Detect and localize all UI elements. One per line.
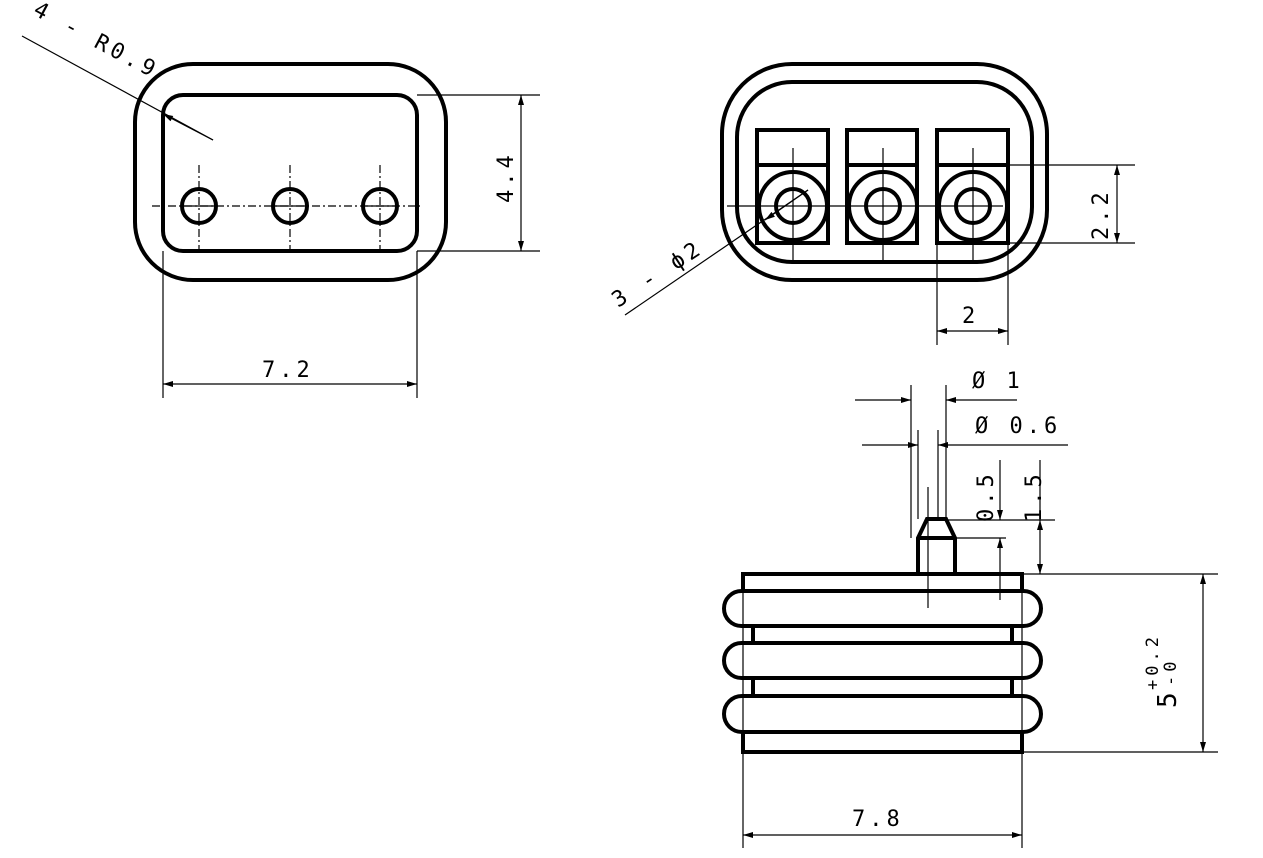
bead	[722, 694, 1043, 734]
corner-radius-label: 4 - R0.9	[29, 0, 163, 84]
outer-outline	[720, 62, 1049, 282]
neck	[751, 676, 1014, 698]
hole-label: 3 - ϕ2	[608, 236, 708, 313]
pin	[916, 517, 957, 574]
chamfer-dimension: 0.5	[974, 470, 999, 522]
front-view: 4 - R0.9 4.4 7.2	[21, 0, 540, 398]
body-height-dimension: 5	[1153, 688, 1183, 708]
terminal-cells	[727, 128, 1010, 262]
holes	[180, 165, 399, 250]
width-dimension: 7.2	[262, 358, 314, 383]
neck	[751, 624, 1014, 645]
pin-outer-diameter: Ø 1	[972, 369, 1024, 394]
pitch-dimension: 2	[962, 304, 979, 329]
bottom-band	[741, 730, 1024, 754]
hatched-face	[161, 93, 419, 253]
body-width-dimension: 7.8	[852, 807, 904, 832]
outer-outline	[133, 62, 448, 282]
tolerance-lower: -0	[1161, 658, 1181, 686]
top-band	[741, 572, 1024, 593]
tolerance-upper: +0.2	[1143, 633, 1163, 690]
rear-view: 3 - ϕ2 2.2 2	[608, 62, 1135, 345]
pin-height-dimension: 1.5	[1022, 470, 1047, 522]
pin-inner-diameter: Ø 0.6	[975, 414, 1061, 439]
cell-height-dimension: 2.2	[1089, 188, 1114, 240]
side-view: Ø 1 Ø 0.6 0.5 1.5 5 +0.2 -0 7.8	[722, 369, 1218, 848]
inner-outline	[735, 80, 1034, 264]
bead	[722, 589, 1043, 628]
height-dimension: 4.4	[494, 151, 519, 203]
bead	[722, 641, 1043, 680]
